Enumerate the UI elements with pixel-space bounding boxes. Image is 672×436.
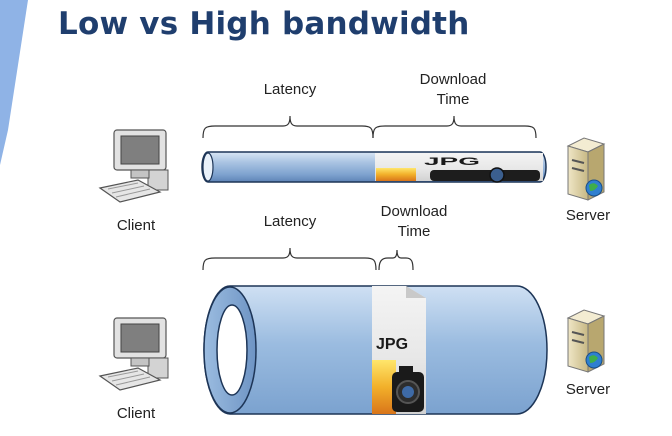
top-latency-brace — [202, 115, 374, 139]
top-client-label: Client — [116, 217, 156, 234]
bottom-download-label-line1: Download — [380, 203, 448, 220]
top-jpg-file-icon: JPG — [375, 153, 543, 183]
bottom-download-label-line2: Time — [397, 223, 431, 240]
top-download-label-line1: Download — [419, 71, 487, 88]
bottom-latency-label: Latency — [263, 213, 317, 230]
bottom-client-computer-icon — [98, 317, 169, 391]
top-download-label-line2: Time — [436, 91, 470, 108]
bottom-server-tower-icon — [566, 309, 606, 373]
bottom-download-brace — [378, 249, 414, 271]
top-server-label: Server — [565, 207, 611, 224]
bottom-jpg-file-icon: JPG — [372, 286, 426, 414]
top-client-computer-icon — [98, 129, 169, 203]
top-server-tower-icon — [566, 137, 606, 201]
bottom-client-label: Client — [116, 405, 156, 422]
bottom-server-label: Server — [565, 381, 611, 398]
top-file-label: JPG — [424, 156, 480, 168]
slide-title: Low vs High bandwidth — [58, 6, 470, 42]
top-download-brace — [372, 115, 537, 139]
top-latency-label: Latency — [263, 81, 317, 98]
bottom-file-label: JPG — [376, 336, 408, 353]
bottom-latency-brace — [202, 247, 377, 271]
